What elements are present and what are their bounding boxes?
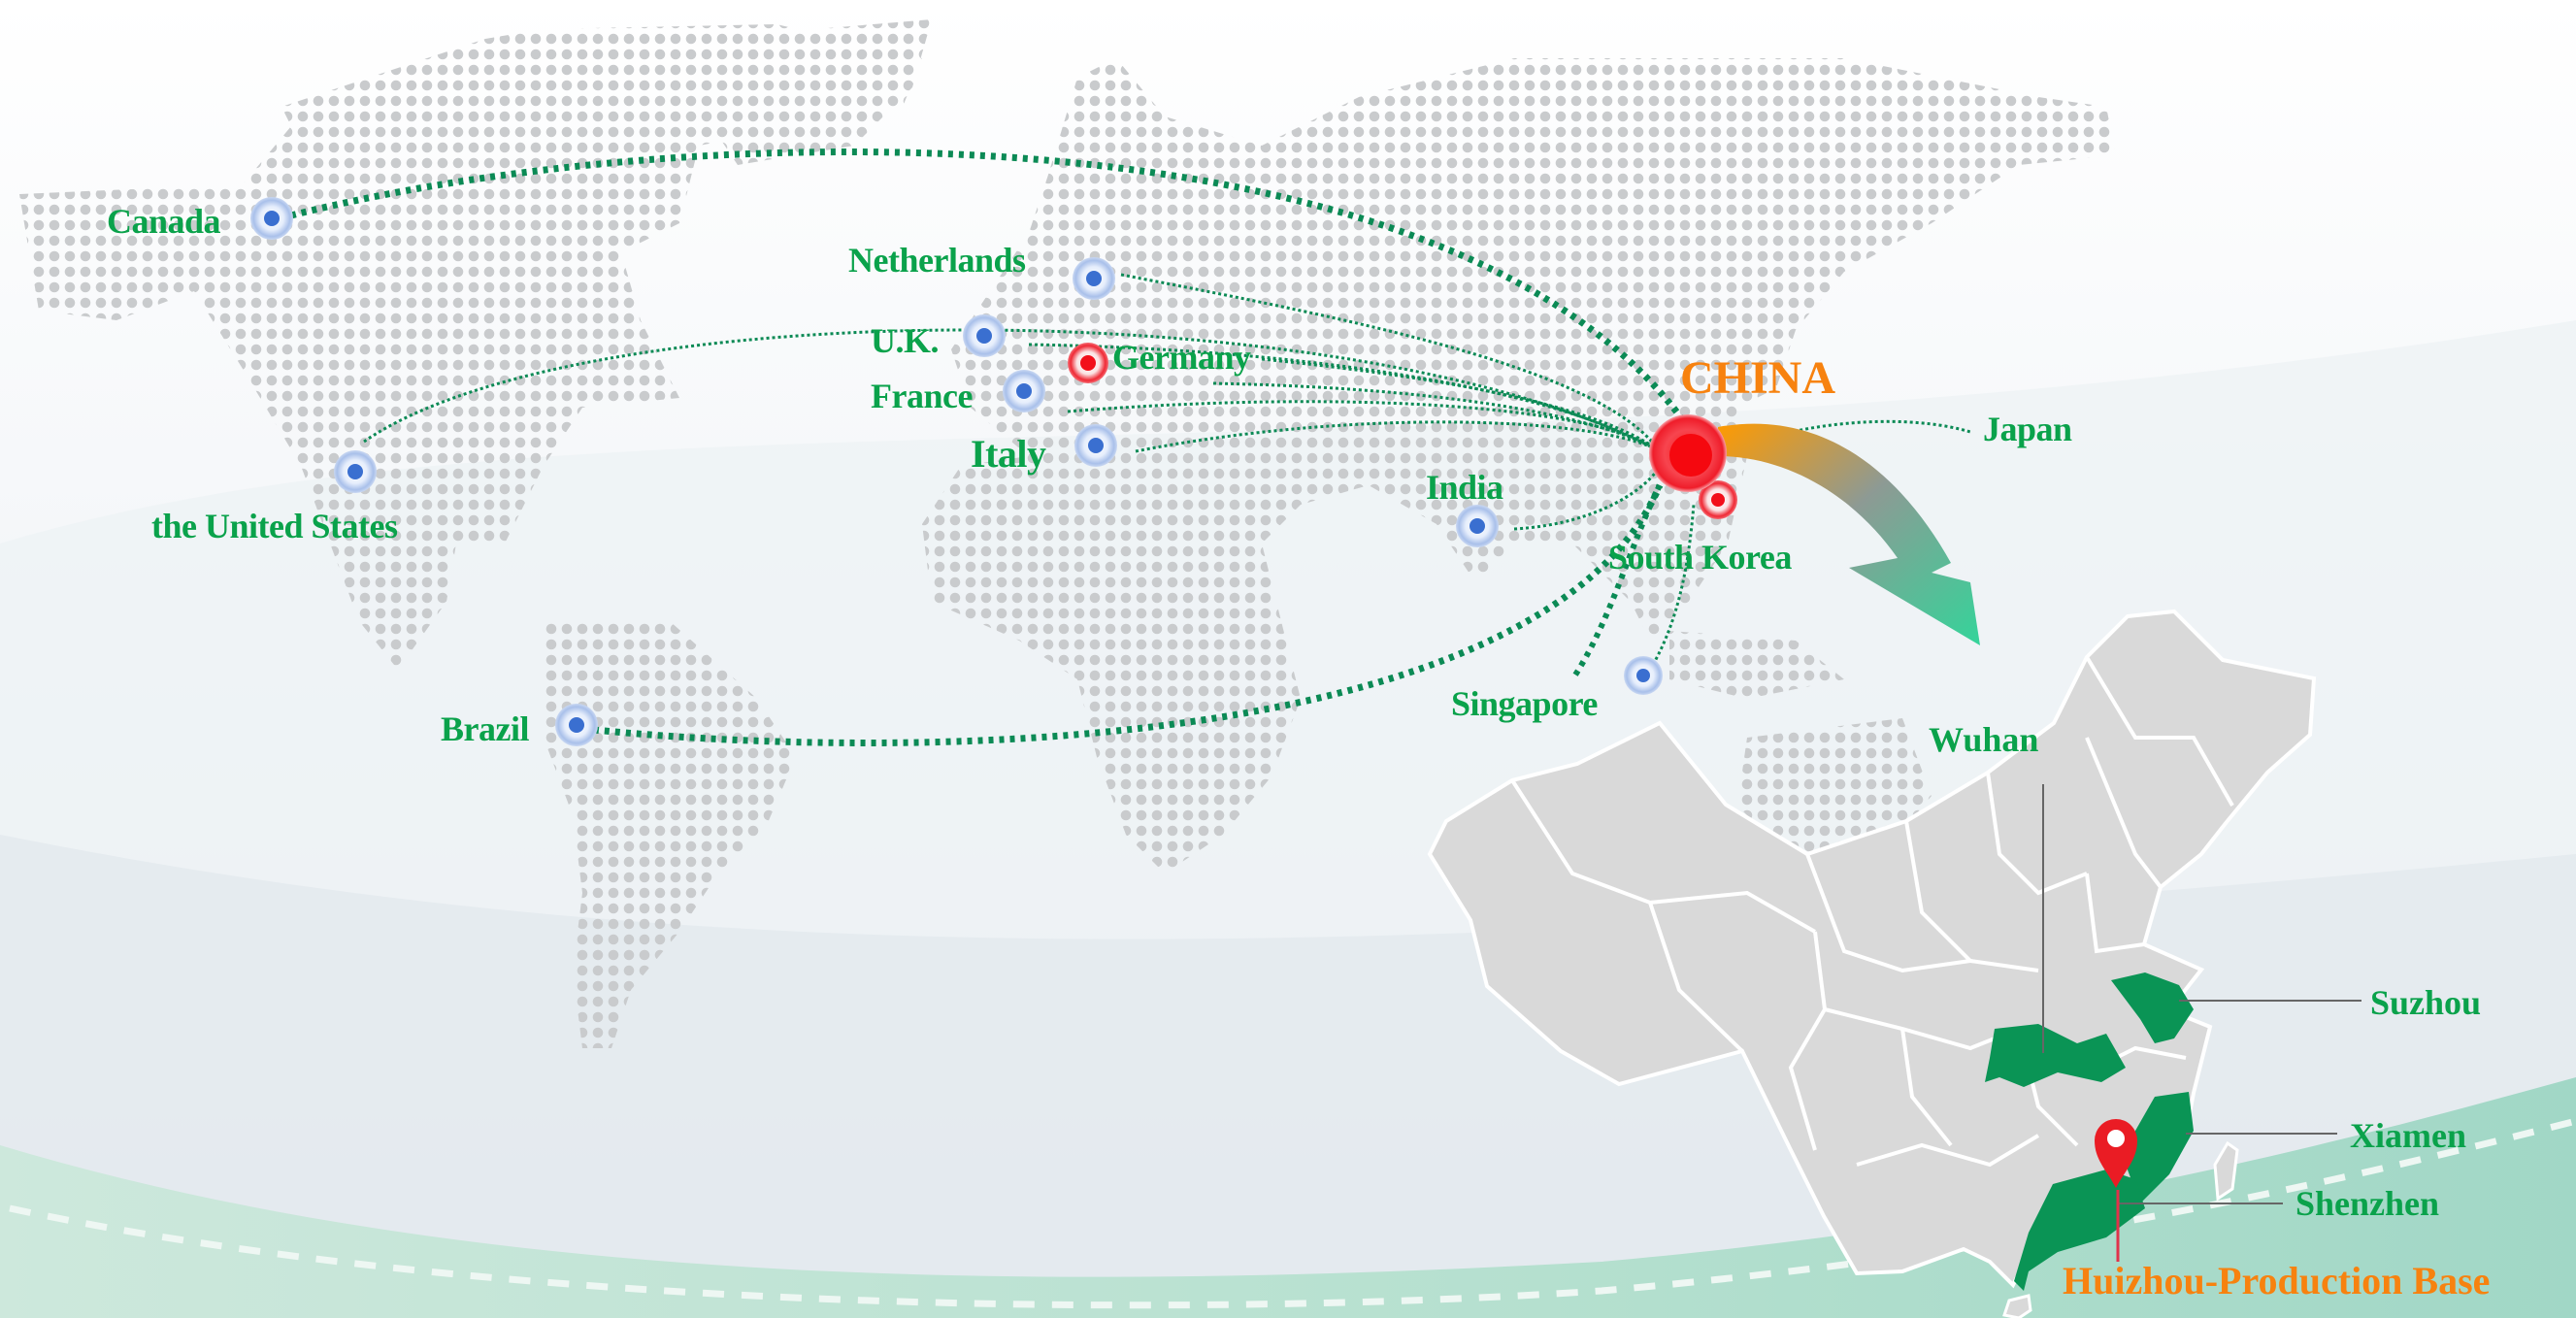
label-france: France xyxy=(871,377,973,415)
dashed-route-line xyxy=(9,1117,2576,1309)
label-brazil: Brazil xyxy=(441,709,529,748)
marker-china-hub[interactable] xyxy=(1649,414,1727,492)
province-fujian-highlight xyxy=(2126,1092,2194,1203)
route-lines xyxy=(290,148,1971,746)
label-italy: Italy xyxy=(971,432,1046,476)
china-outline xyxy=(1427,609,2317,1289)
label-south-korea: South Korea xyxy=(1608,538,1792,577)
label-united-states: the United States xyxy=(151,507,398,545)
label-singapore: Singapore xyxy=(1451,684,1598,723)
marker-germany[interactable] xyxy=(1068,343,1108,383)
province-guangdong-highlight xyxy=(2014,1170,2145,1291)
label-wuhan: Wuhan xyxy=(1929,720,2039,759)
label-canada: Canada xyxy=(107,202,221,241)
marker-canada[interactable] xyxy=(250,197,293,240)
marker-brazil[interactable] xyxy=(555,704,598,746)
hainan-island xyxy=(2002,1294,2032,1318)
arrow-to-china-map xyxy=(1718,423,1980,645)
location-pin-icon xyxy=(2095,1119,2137,1188)
label-japan: Japan xyxy=(1983,410,2072,448)
leader-lines xyxy=(2042,784,2361,1204)
blue-markers xyxy=(250,197,1663,746)
label-netherlands: Netherlands xyxy=(848,241,1026,280)
marker-uk[interactable] xyxy=(963,314,1006,357)
marker-italy[interactable] xyxy=(1074,424,1117,467)
label-uk: U.K. xyxy=(871,321,940,360)
label-suzhou: Suzhou xyxy=(2370,983,2482,1022)
province-hubei-highlight xyxy=(1985,1024,2126,1087)
label-xiamen: Xiamen xyxy=(2350,1116,2466,1155)
province-jiangsu-highlight xyxy=(2111,972,2194,1043)
province-borders xyxy=(1510,655,2234,1168)
marker-netherlands[interactable] xyxy=(1073,257,1115,300)
marker-united-states[interactable] xyxy=(334,450,377,493)
marker-france[interactable] xyxy=(1003,370,1045,412)
label-india: India xyxy=(1426,468,1503,507)
label-germany: Germany xyxy=(1112,338,1251,377)
marker-india[interactable] xyxy=(1456,505,1499,547)
label-production-base: Huizhou-Production Base xyxy=(2063,1259,2491,1302)
label-shenzhen: Shenzhen xyxy=(2295,1184,2440,1223)
marker-singapore[interactable] xyxy=(1624,656,1663,695)
marker-south-korea[interactable] xyxy=(1699,480,1737,519)
label-china-hub: CHINA xyxy=(1680,352,1836,404)
taiwan-island xyxy=(2213,1140,2239,1202)
